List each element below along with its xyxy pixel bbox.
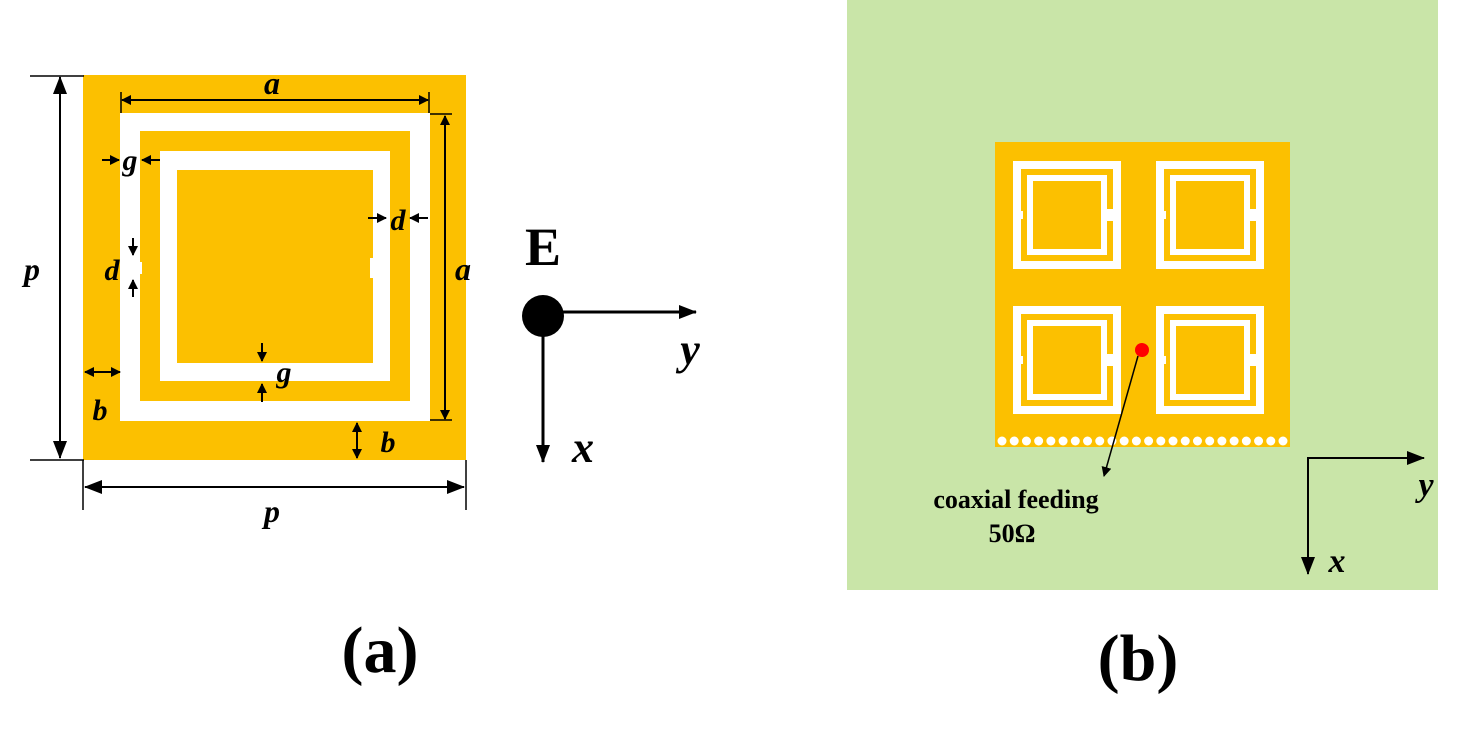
via-hole [1131,436,1141,446]
unit-cell-gap-left [1156,356,1166,364]
feed-label-line2: 50Ω [989,519,1036,548]
via-hole [1021,436,1031,446]
via-hole [1278,436,1288,446]
panel-a: a a p p g d d g b [21,65,700,687]
via-hole [1144,436,1154,446]
unit-cell-inner-ring [1176,326,1244,394]
axis-b-x-label: x [1328,543,1346,580]
dim-p-left-label: p [21,251,40,287]
dim-p-bottom-label: p [261,493,280,529]
unit-cell-gap-left [1013,211,1023,219]
caption-a: (a) [342,614,419,687]
unit-cell-inner-ring [1033,326,1101,394]
dim-b-bottom-label: b [381,426,396,459]
via-hole [1254,436,1264,446]
unit-cell [1156,161,1264,269]
srr-inner-ring [177,170,373,363]
unit-cell [1156,306,1264,414]
via-hole [1217,436,1227,446]
via-hole [1095,436,1105,446]
dim-d-right-label: d [391,204,407,237]
via-hole [1168,436,1178,446]
via-hole [1156,436,1166,446]
e-field-label: E [525,217,561,277]
dim-d-left-label: d [105,254,121,287]
dim-g-bottom-label: g [276,356,292,389]
panel-b: coaxial feeding 50Ω y x (b) [847,0,1438,695]
via-hole [1119,436,1129,446]
via-row [997,436,1288,446]
feed-pointer-arrow [1101,355,1139,477]
unit-cell-gap-right [1107,354,1115,366]
via-hole [1229,436,1239,446]
feed-label-line1: coaxial feeding [933,485,1098,514]
feed-point-icon [1135,343,1149,357]
unit-cell-grid [1013,161,1264,414]
unit-cell-gap-left [1013,356,1023,364]
srr-gap-left [120,262,142,274]
unit-cell-gap-right [1250,209,1258,221]
unit-cell-gap-left [1156,211,1166,219]
via-hole [1058,436,1068,446]
via-hole [1009,436,1019,446]
dim-g-left-label: g [122,144,138,177]
unit-cell-inner-ring [1033,181,1101,249]
srr-gap-right [370,258,390,278]
unit-cell-gap-right [1250,354,1258,366]
unit-cell [1013,306,1121,414]
via-hole [1266,436,1276,446]
via-hole [1192,436,1202,446]
axis-y-label: y [675,325,700,374]
via-hole [1205,436,1215,446]
unit-cell-gap-right [1107,209,1115,221]
axis-x-label: x [571,423,594,472]
dim-b-left-label: b [93,394,108,427]
via-hole [1046,436,1056,446]
via-hole [1034,436,1044,446]
axis-b-y-label: y [1414,467,1434,504]
via-hole [997,436,1007,446]
dim-a-right-label: a [455,251,471,287]
unit-cell-inner-ring [1176,181,1244,249]
via-hole [1070,436,1080,446]
via-hole [1180,436,1190,446]
dim-a-top-label: a [264,65,280,101]
via-hole [1241,436,1251,446]
unit-cell [1013,161,1121,269]
via-hole [1083,436,1093,446]
caption-b: (b) [1098,622,1179,695]
